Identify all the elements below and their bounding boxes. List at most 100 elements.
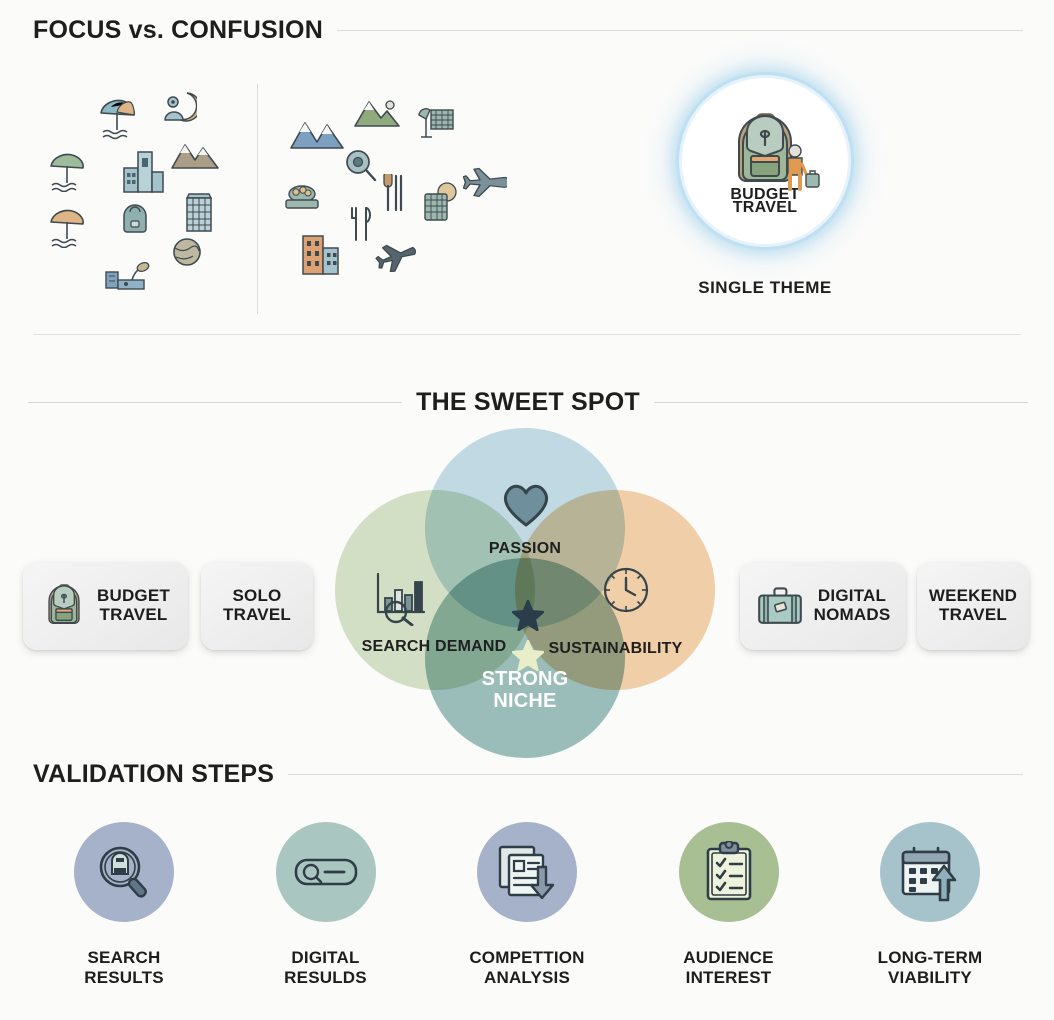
- step-line1: LONG-TERM: [877, 948, 983, 967]
- niche-card-label: BUDGET TRAVEL: [97, 586, 170, 624]
- fork-knife-icon: [347, 206, 373, 244]
- validation-step-search-results[interactable]: SEARCH RESULTS: [33, 822, 215, 988]
- niche-line2: NICHE: [493, 690, 557, 713]
- clock-icon: [602, 566, 650, 614]
- step-line1: AUDIENCE: [683, 948, 774, 967]
- backpack-icon: [41, 582, 87, 630]
- step-label: LONG-TERM VIABILITY: [839, 948, 1021, 988]
- scattered-icons-right: [275, 80, 515, 310]
- section-divider: [33, 334, 1021, 335]
- sweet-spot-title: THE SWEET SPOT: [416, 388, 640, 416]
- step-circle: [678, 822, 779, 922]
- vertical-divider: [257, 84, 258, 314]
- step-line1: COMPETTION: [469, 948, 585, 967]
- step-line2: RESULDS: [284, 968, 367, 988]
- venn-label-sustainability: SUSTAINABILITY: [548, 640, 683, 657]
- heading-rule-right: [653, 402, 1028, 403]
- step-line2: VIABILITY: [888, 968, 972, 988]
- validation-step-competition-analysis[interactable]: COMPETTION ANALYSIS: [436, 822, 618, 988]
- step-circle: [275, 822, 376, 922]
- validation-step-long-term-viability[interactable]: LONG-TERM VIABILITY: [839, 822, 1021, 988]
- building-icon: [182, 190, 216, 234]
- moon-tent-icon: [159, 90, 201, 130]
- airplane-icon: [462, 166, 511, 198]
- badge-label-line1: BUDGET: [730, 185, 800, 203]
- cutlery-icon: [379, 170, 405, 214]
- card-line2: NOMADS: [813, 605, 891, 624]
- step-circle: [880, 822, 980, 922]
- step-line1: DIGITAL: [291, 948, 360, 967]
- beach-umbrella-icon: [48, 208, 86, 249]
- traveler-icon: [781, 144, 823, 197]
- food-platter-icon: [281, 180, 323, 214]
- section-heading-validation: VALIDATION STEPS: [33, 760, 1023, 789]
- mountains-icon: [289, 116, 345, 152]
- globe-icon: [170, 235, 204, 269]
- niche-card-digital-nomads[interactable]: DIGITAL NOMADS: [740, 562, 906, 650]
- beach-umbrella-icon: [97, 98, 137, 140]
- orange-building-icon: [299, 232, 343, 276]
- backpack-icon: [725, 112, 805, 190]
- card-line1: SOLO: [232, 586, 282, 606]
- step-line2: RESULTS: [84, 968, 164, 988]
- beach-umbrella-icon: [48, 152, 86, 193]
- heart-icon: [500, 480, 552, 528]
- validation-title: VALIDATION STEPS: [33, 760, 275, 788]
- card-line1: DIGITAL: [817, 586, 887, 606]
- validation-steps-list: SEARCH RESULTS DIGITAL RESULDS: [33, 822, 1021, 988]
- card-line2: TRAVEL: [939, 605, 1007, 624]
- search-bar-icon: [294, 852, 358, 892]
- single-theme-badge: BUDGET TRAVEL SINGLE THEME: [660, 76, 870, 316]
- badge-label-line2: TRAVEL: [732, 199, 798, 216]
- magnifier-icon: [343, 148, 379, 184]
- step-label: COMPETTION ANALYSIS: [436, 948, 618, 988]
- card-line2: TRAVEL: [223, 605, 291, 624]
- niche-card-label: SOLO TRAVEL: [223, 586, 291, 624]
- validation-step-audience-interest[interactable]: AUDIENCE INTEREST: [638, 822, 820, 988]
- heading-rule: [336, 30, 1023, 31]
- chart-magnifier-icon: [372, 570, 432, 627]
- step-line2: INTEREST: [685, 968, 772, 988]
- heading-rule-left: [28, 402, 403, 403]
- venn-diagram: PASSION SEARCH DEMAND SUSTAINABILITY STR…: [330, 418, 720, 758]
- card-line1: WEEKEND: [928, 586, 1018, 606]
- glow-ring: BUDGET TRAVEL: [682, 78, 848, 244]
- step-label: DIGITAL RESULDS: [235, 948, 417, 988]
- satellite-dish-icon: [415, 102, 459, 146]
- mountains-icon: [170, 136, 220, 172]
- suitcase-icon: [756, 586, 804, 626]
- niche-line1: STRONG: [481, 668, 569, 690]
- venn-label-search-demand: SEARCH DEMAND: [361, 638, 507, 655]
- section-heading-sweet-spot: THE SWEET SPOT: [28, 388, 1028, 417]
- backpack-icon: [118, 202, 152, 236]
- venn-label-passion: PASSION: [488, 540, 562, 557]
- card-line2: TRAVEL: [99, 605, 168, 624]
- page-title: FOCUS vs. CONFUSION: [33, 16, 323, 44]
- mountain-sun-icon: [353, 96, 401, 130]
- calendar-uparrow-icon: [898, 842, 962, 902]
- niche-card-label: WEEKEND TRAVEL: [928, 586, 1018, 624]
- magnifier-backpack-icon: [94, 842, 154, 902]
- heading-rule: [288, 774, 1023, 775]
- resort-pool-icon: [102, 252, 150, 292]
- step-line2: ANALYSIS: [484, 968, 570, 988]
- city-buildings-icon: [120, 146, 166, 194]
- documents-download-icon: [496, 843, 558, 901]
- step-line1: SEARCH: [87, 948, 161, 967]
- scattered-icons-left: [42, 80, 257, 310]
- star-light-icon: [511, 639, 545, 672]
- single-theme-caption: SINGLE THEME: [698, 278, 832, 297]
- step-circle: [74, 822, 174, 922]
- niche-card-budget-travel[interactable]: BUDGET TRAVEL: [23, 562, 188, 650]
- niche-card-weekend-travel[interactable]: WEEKEND TRAVEL: [917, 562, 1029, 650]
- card-line1: BUDGET: [97, 586, 170, 606]
- niche-card-solo-travel[interactable]: SOLO TRAVEL: [201, 562, 313, 650]
- airplane-icon: [375, 238, 417, 273]
- validation-step-digital-results[interactable]: DIGITAL RESULDS: [235, 822, 417, 988]
- venn-label-strong-niche: STRONG NICHE: [425, 668, 625, 713]
- step-label: AUDIENCE INTEREST: [638, 948, 820, 988]
- step-label: SEARCH RESULTS: [33, 948, 215, 988]
- badge-content: BUDGET TRAVEL: [685, 81, 845, 241]
- star-dark-icon: [511, 599, 545, 632]
